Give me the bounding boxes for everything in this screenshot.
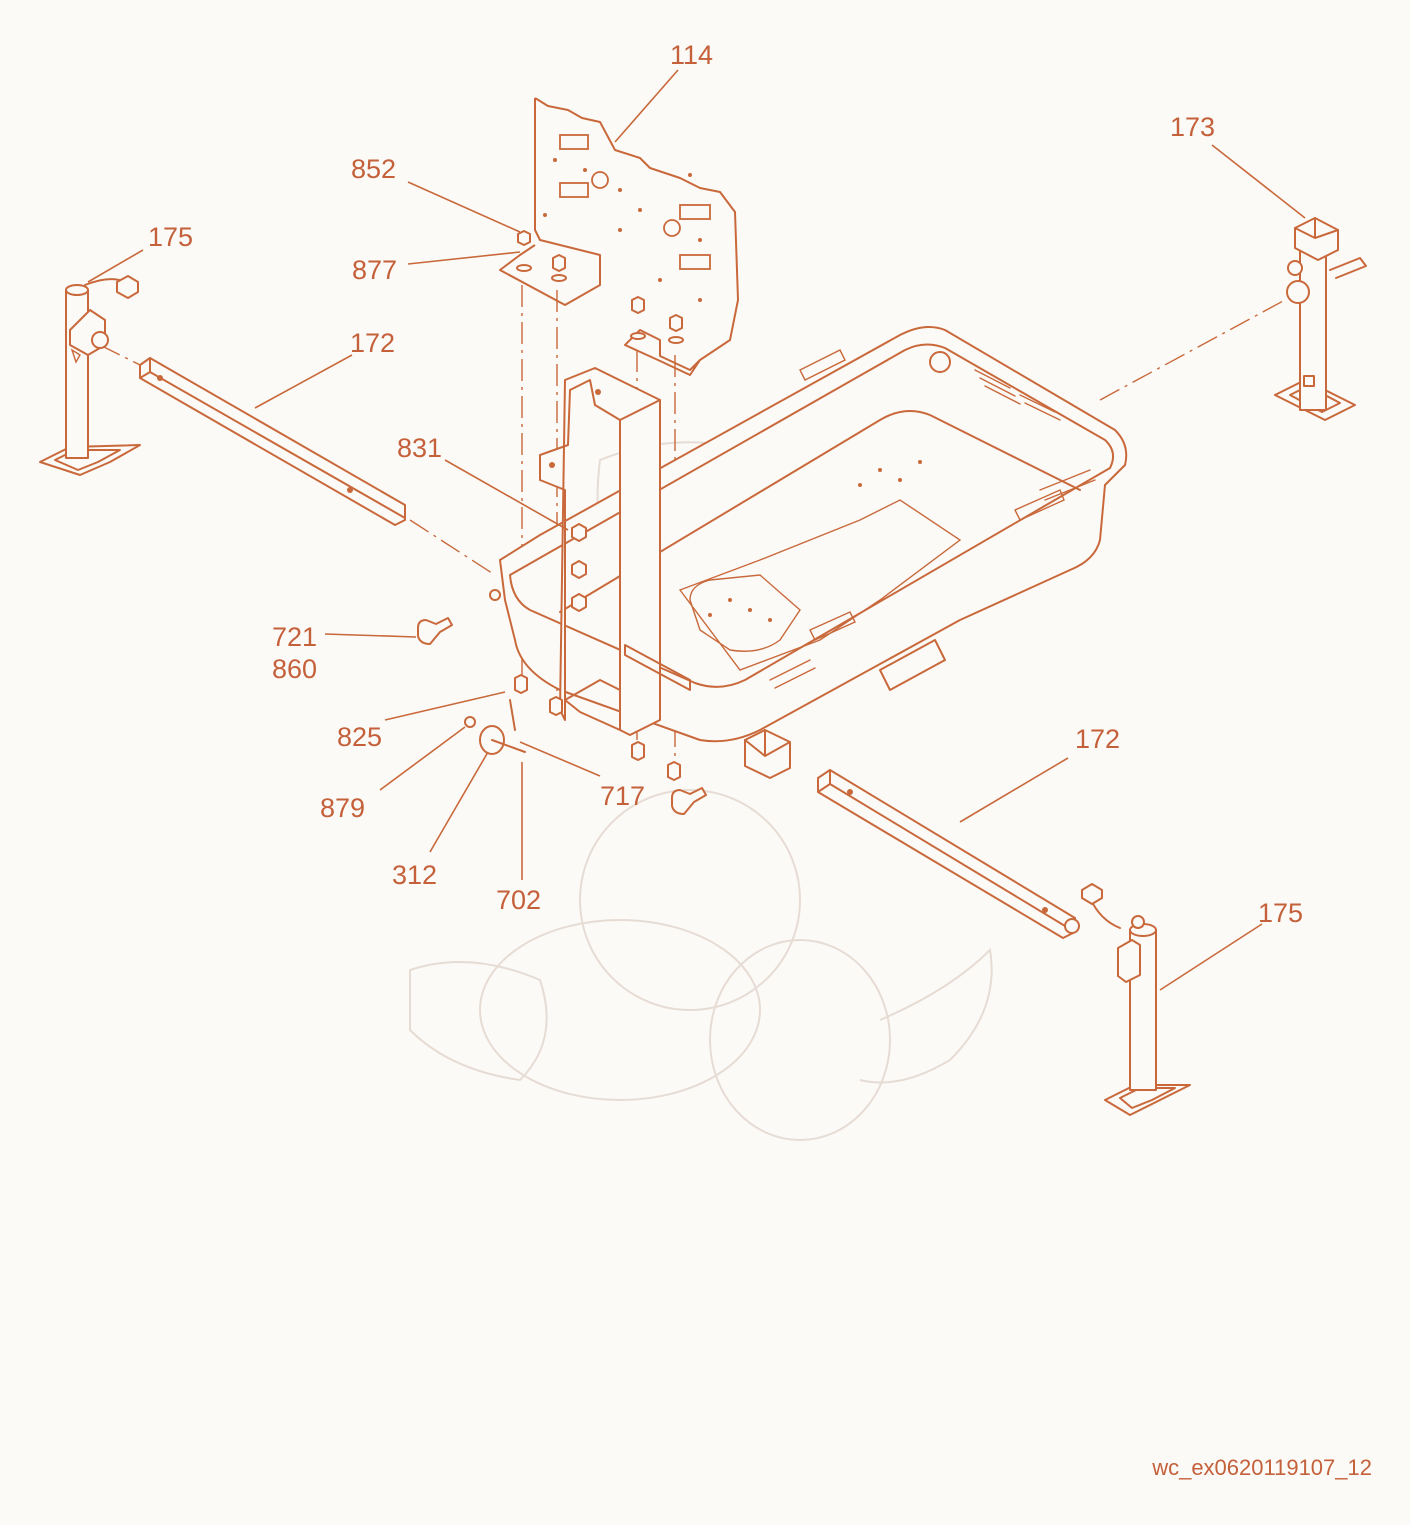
arm-172-right: [817, 769, 1080, 939]
callout-312: 312: [392, 860, 437, 890]
leader-lines: [87, 69, 1306, 991]
callout-721: 721: [272, 622, 317, 652]
callout-877: 877: [352, 255, 397, 285]
drawing-reference-number: wc_ex0620119107_12: [1152, 1455, 1372, 1480]
callout-831: 831: [397, 433, 442, 463]
callout-879: 879: [320, 793, 365, 823]
receiver-block: [744, 729, 791, 779]
callout-173: 173: [1170, 112, 1215, 142]
callout-175-left: 175: [148, 222, 193, 252]
bolts-831: [571, 523, 587, 612]
callout-labels: 114 173 852 175 877 172 831 721 860 825 …: [148, 40, 1303, 928]
callout-825: 825: [337, 722, 382, 752]
callout-852: 852: [351, 154, 396, 184]
callout-114: 114: [670, 40, 713, 70]
plate-fasteners: [516, 230, 684, 344]
mounting-plate-114: [499, 97, 739, 376]
lower-fasteners: [417, 589, 707, 815]
callout-860: 860: [272, 654, 317, 684]
jack-175-right: [1081, 883, 1191, 1116]
arm-172-left: [139, 357, 406, 526]
callout-717: 717: [600, 781, 645, 811]
vertical-bracket: [539, 367, 691, 736]
jack-173-right: [1274, 217, 1367, 421]
jack-175-left: [39, 275, 141, 476]
callout-172-right: 172: [1075, 724, 1120, 754]
callout-172-left: 172: [350, 328, 395, 358]
callout-175-right: 175: [1258, 898, 1303, 928]
callout-702: 702: [496, 885, 541, 915]
